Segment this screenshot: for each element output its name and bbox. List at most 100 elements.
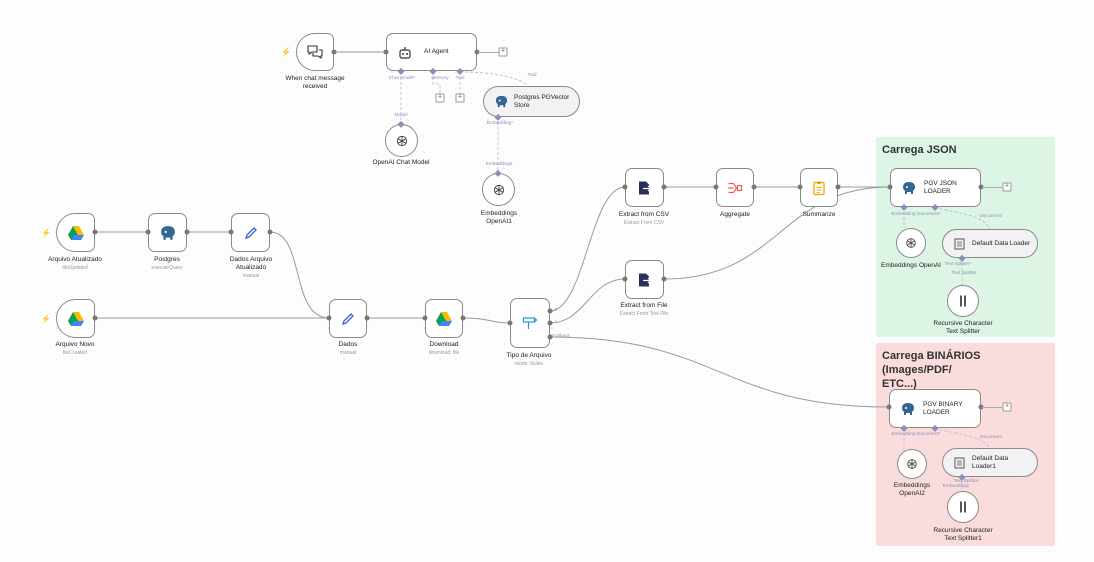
pencil-icon — [341, 312, 354, 325]
node-label: PGV JSON LOADER — [924, 179, 957, 195]
input-port[interactable] — [326, 315, 332, 321]
connector-label: Document — [980, 435, 1002, 440]
aggregate-icon — [728, 182, 743, 193]
node-dados[interactable] — [329, 299, 367, 338]
output-port[interactable] — [184, 229, 190, 235]
node-label: AI Agent — [424, 48, 449, 55]
node-label: Extract from CSV — [618, 211, 670, 218]
document-loader-icon — [954, 238, 965, 249]
output-port[interactable] — [460, 315, 466, 321]
connector-label: 1 — [554, 320, 558, 325]
connector-label: Text Splitter* — [944, 262, 972, 267]
node-openai-chat-model[interactable] — [385, 124, 418, 157]
output-port[interactable] — [331, 49, 337, 55]
output-port-fallback[interactable] — [547, 334, 553, 340]
add-tool-button[interactable]: + — [455, 93, 465, 103]
connector-label: Embeddings — [942, 484, 970, 489]
node-embeddings-openai[interactable] — [896, 228, 926, 258]
node-chat-trigger[interactable] — [296, 33, 334, 71]
output-port[interactable] — [92, 315, 98, 321]
connector-label: Document — [980, 214, 1002, 219]
openai-icon — [907, 459, 917, 469]
node-subtitle: Extract From Text File — [619, 311, 669, 317]
node-arquivo-atualizado[interactable] — [56, 213, 95, 252]
input-port[interactable] — [887, 184, 893, 190]
node-default-data-loader1[interactable]: Default Data Loader1 — [942, 448, 1038, 477]
node-subtitle: fileCreated — [62, 350, 88, 356]
output-port[interactable] — [661, 276, 667, 282]
input-port[interactable] — [886, 404, 892, 410]
output-port[interactable] — [835, 184, 841, 190]
node-aggregate[interactable] — [716, 168, 754, 207]
node-embeddings-openai2[interactable] — [897, 449, 927, 479]
node-summarize[interactable] — [800, 168, 838, 207]
node-label: Arquivo Novo — [55, 341, 95, 348]
connector-label: Embeddings — [485, 162, 513, 167]
input-port[interactable] — [422, 315, 428, 321]
node-label: Embeddings OpenAI — [881, 262, 941, 269]
output-port[interactable] — [92, 229, 98, 235]
output-port[interactable] — [661, 184, 667, 190]
input-port[interactable] — [228, 229, 234, 235]
wire-file-json — [663, 186, 891, 280]
split-bars-icon — [960, 295, 966, 307]
node-recursive-text-splitter[interactable] — [947, 285, 979, 317]
postgres-elephant-icon — [903, 181, 915, 194]
output-port[interactable] — [364, 315, 370, 321]
connector-label: Embedding* — [486, 121, 514, 126]
node-label: Dados Arquivo Atualizado — [229, 256, 273, 271]
connector-label: Fallback — [552, 334, 570, 339]
add-memory-button[interactable]: + — [435, 93, 445, 103]
output-port[interactable] — [267, 229, 273, 235]
input-port[interactable] — [713, 184, 719, 190]
node-pgv-binary-loader[interactable]: PGV BINARY LOADER — [889, 389, 981, 428]
connector-label: Embedding Document* — [891, 212, 941, 217]
node-subtitle: manual — [339, 350, 357, 356]
output-port[interactable] — [978, 184, 984, 190]
node-default-data-loader[interactable]: Default Data Loader — [942, 229, 1038, 258]
input-port[interactable] — [383, 49, 389, 55]
node-extract-from-file[interactable] — [625, 260, 664, 299]
node-postgres[interactable] — [148, 213, 187, 252]
node-label: Embeddings OpenAI1 — [480, 210, 518, 225]
output-port-1[interactable] — [547, 320, 553, 326]
node-extract-from-csv[interactable] — [625, 168, 664, 207]
node-recursive-text-splitter1[interactable] — [947, 491, 979, 523]
wire-tipo-binary — [549, 336, 890, 408]
node-download[interactable] — [425, 299, 463, 338]
output-port[interactable] — [751, 184, 757, 190]
node-arquivo-novo[interactable] — [56, 299, 95, 338]
input-port[interactable] — [622, 276, 628, 282]
postgres-elephant-icon — [160, 225, 175, 240]
node-label: Default Data Loader — [972, 239, 1031, 247]
connector-label: 0 — [554, 308, 558, 313]
node-dados-arquivo-atualizado[interactable] — [231, 213, 270, 252]
node-label: When chat message received — [285, 75, 345, 90]
postgres-elephant-icon — [902, 402, 914, 415]
add-node-button[interactable]: + — [1002, 182, 1012, 192]
robot-icon — [399, 46, 411, 59]
node-pgvector-store[interactable]: Postgres PGVector Store — [483, 86, 580, 117]
connector-label: Text Splitter — [951, 271, 977, 276]
add-node-button[interactable]: + — [1002, 402, 1012, 412]
node-tipo-de-arquivo[interactable] — [510, 298, 550, 348]
add-node-button[interactable]: + — [498, 47, 508, 57]
node-label: PGV BINARY LOADER — [923, 400, 963, 416]
trigger-bolt-icon: ⚡ — [281, 47, 291, 57]
input-port[interactable] — [797, 184, 803, 190]
output-port-0[interactable] — [547, 308, 553, 314]
node-ai-agent[interactable]: AI Agent — [386, 33, 477, 71]
output-port[interactable] — [978, 404, 984, 410]
input-port[interactable] — [622, 184, 628, 190]
pencil-icon — [244, 226, 257, 239]
node-pgv-json-loader[interactable]: PGV JSON LOADER — [890, 168, 981, 207]
openai-icon — [396, 135, 407, 146]
node-label: Recursive Character Text Splitter — [933, 320, 993, 335]
input-port[interactable] — [145, 229, 151, 235]
connector-label: Model — [394, 113, 408, 118]
node-embeddings-openai1[interactable] — [482, 173, 515, 206]
extract-file-icon — [638, 273, 652, 286]
input-port[interactable] — [507, 320, 513, 326]
output-port[interactable] — [474, 49, 480, 55]
